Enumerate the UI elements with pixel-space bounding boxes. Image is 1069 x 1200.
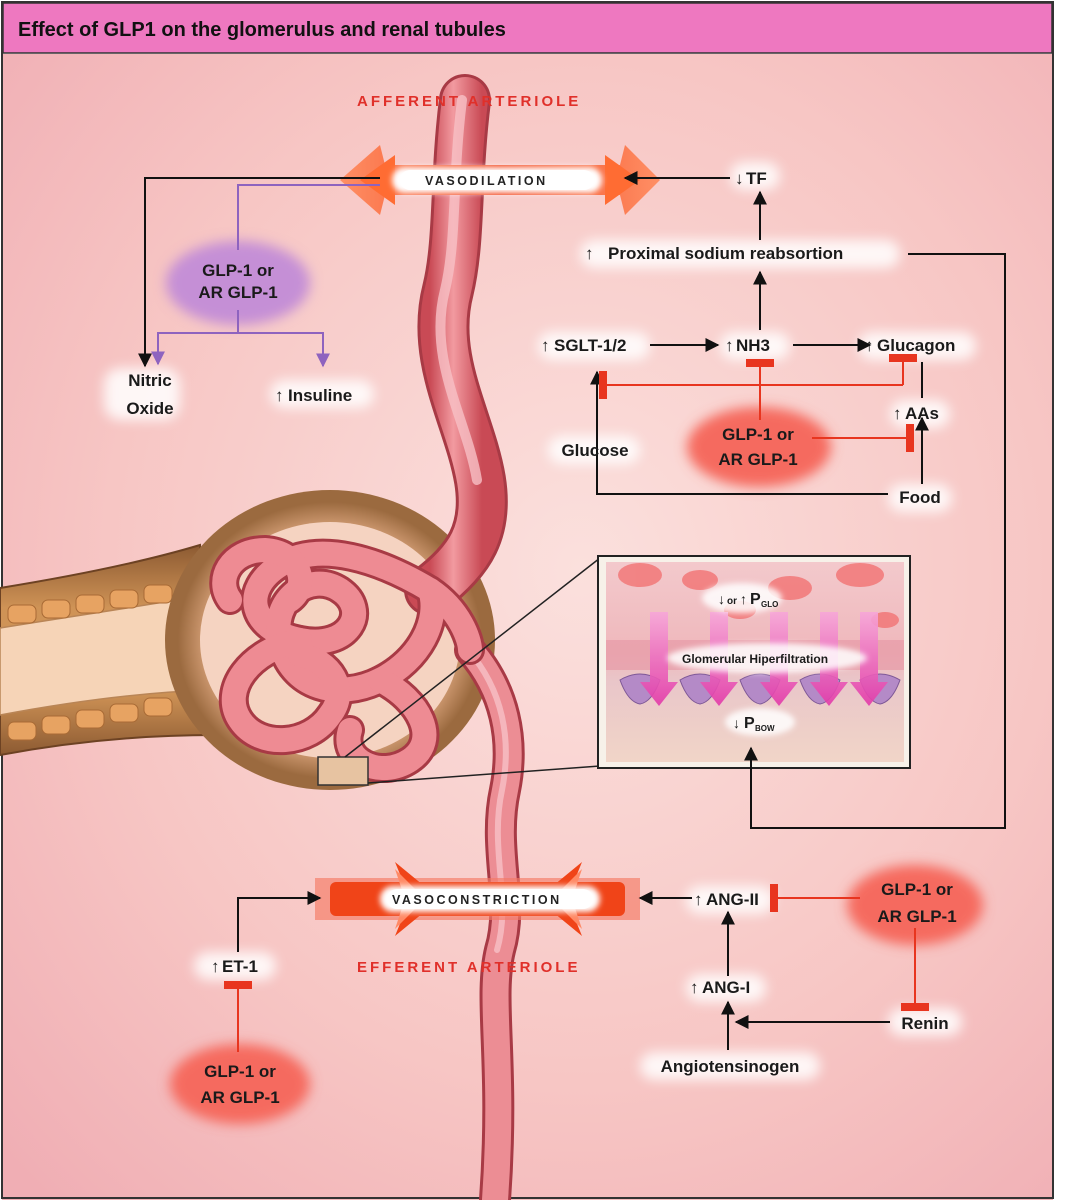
p-glo-main: P [750, 591, 761, 608]
svg-text:↑: ↑ [740, 591, 747, 607]
svg-text:↑: ↑ [275, 386, 284, 405]
nitric-oxide-line2: Oxide [126, 399, 173, 418]
p-glo-sub: GLO [761, 600, 778, 609]
top-left-connectors [138, 177, 380, 368]
zoom-connector-top [344, 557, 601, 758]
vasodilation-band [340, 145, 660, 215]
et1-label: ET-1 [222, 957, 258, 976]
hyperfiltration-label: Glomerular Hiperfiltration [682, 652, 828, 666]
afferent-arteriole-label: AFFERENT ARTERIOLE [357, 93, 581, 110]
svg-text:↓: ↓ [735, 169, 744, 188]
glomerulus-capillary-tuft [209, 534, 485, 783]
svg-text:↑: ↑ [585, 244, 594, 263]
p-bow-main: P [744, 715, 755, 732]
glp-bottom-left-line2: AR GLP-1 [200, 1088, 279, 1107]
proximal-sodium-label: Proximal sodium reabsortion [608, 244, 843, 263]
p-glo-prefix: or [727, 596, 737, 607]
sglt-label: SGLT-1/2 [554, 336, 626, 355]
glp-bottom-left-line1: GLP-1 or [204, 1062, 276, 1081]
nitric-oxide-line1: Nitric [128, 371, 171, 390]
glucagon-label: Glucagon [877, 336, 955, 355]
angiotensinogen-label: Angiotensinogen [661, 1057, 800, 1076]
glucose-label: Glucose [561, 441, 628, 460]
aas-label: AAs [905, 404, 939, 423]
svg-text:↓: ↓ [718, 591, 725, 607]
food-label: Food [899, 488, 941, 507]
vasodilation-label: VASODILATION [425, 174, 548, 188]
p-bow-sub: BOW [755, 724, 775, 733]
filtration-inset [597, 555, 911, 769]
svg-text:↑: ↑ [893, 404, 902, 423]
svg-text:↑: ↑ [541, 336, 550, 355]
renin-label: Renin [901, 1014, 948, 1033]
svg-text:↑: ↑ [725, 336, 734, 355]
vasoconstriction-label: VASOCONSTRICTION [392, 893, 562, 907]
vasoconstriction-band [315, 862, 640, 936]
glp-bottom-right-line1: GLP-1 or [881, 880, 953, 899]
ang2-label: ANG-II [706, 890, 759, 909]
insuline-label: Insuline [288, 386, 352, 405]
glp-top-right-line1: GLP-1 or [722, 425, 794, 444]
glp-top-left-line2: AR GLP-1 [198, 283, 277, 302]
svg-text:↓: ↓ [733, 715, 740, 731]
svg-text:↑: ↑ [211, 957, 220, 976]
p-bow-label: ↓ P BOW [733, 715, 775, 733]
title-bar [2, 2, 1053, 54]
glp-top-left-line1: GLP-1 or [202, 261, 274, 280]
glp-blobs [166, 241, 983, 1124]
top-right-connectors [590, 171, 1006, 829]
p-glo-label: ↓ or ↑ P GLO [718, 591, 778, 609]
svg-text:↑: ↑ [690, 978, 699, 997]
svg-text:↑: ↑ [694, 890, 703, 909]
ang1-label: ANG-I [702, 978, 750, 997]
top-right-inhibitions [599, 354, 917, 452]
glp-bottom-right-line2: AR GLP-1 [877, 907, 956, 926]
nh3-label: NH3 [736, 336, 770, 355]
label-glows [104, 162, 976, 1080]
efferent-arteriole-label: EFFERENT ARTERIOLE [357, 959, 580, 976]
bottom-connectors [237, 891, 890, 1050]
glp-top-right-line2: AR GLP-1 [718, 450, 797, 469]
zoom-connector-bottom [367, 765, 601, 784]
zoom-region-marker [317, 756, 369, 786]
svg-text:↑: ↑ [865, 336, 874, 355]
bottom-inhibitions [224, 884, 929, 1052]
page-title: Effect of GLP1 on the glomerulus and ren… [18, 19, 506, 41]
tf-label: TF [746, 169, 767, 188]
